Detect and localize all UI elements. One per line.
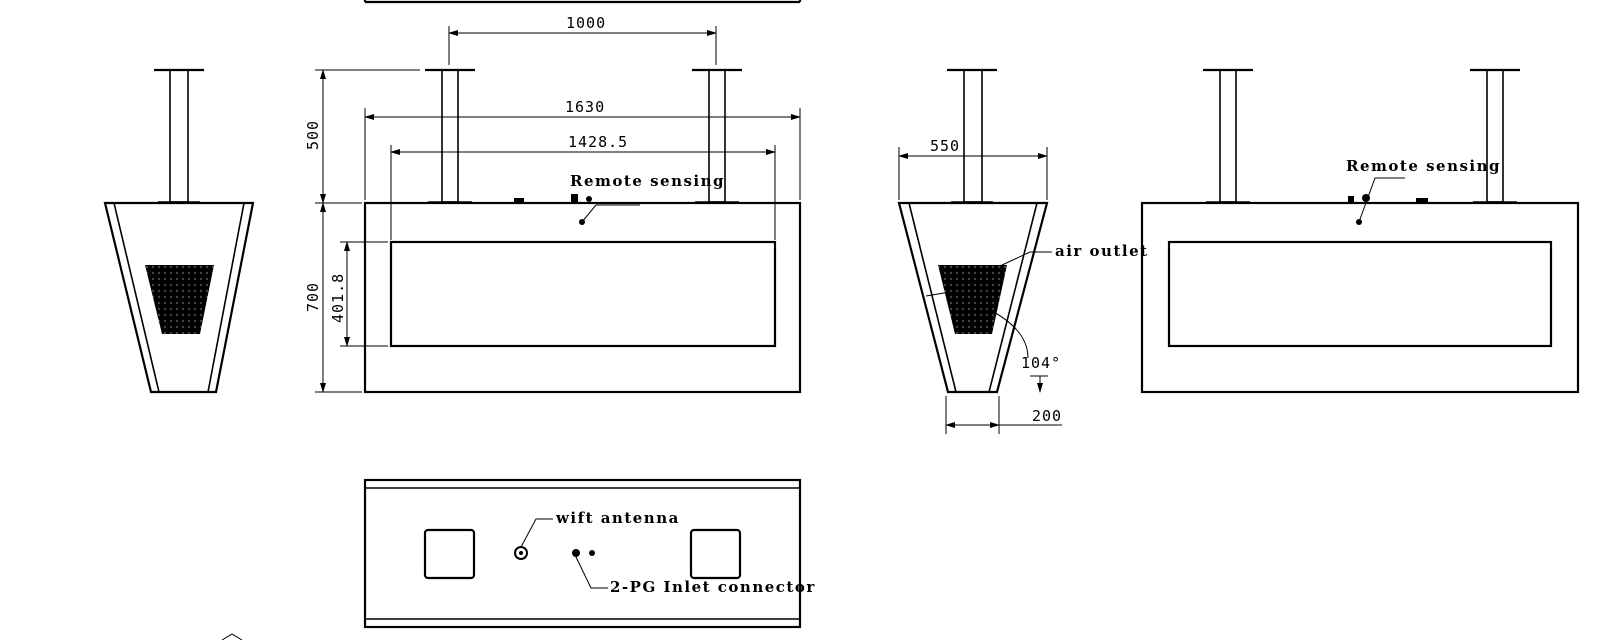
- dim-inner-width: 1428.5: [568, 133, 628, 151]
- dim-side-depth: 550: [930, 137, 960, 155]
- dim-mount-height: 500: [304, 120, 322, 150]
- side-view-left: [103, 68, 255, 394]
- dim-angle: 104°: [1021, 354, 1061, 372]
- inlet-connector-label: 2-PG Inlet connector: [610, 578, 816, 596]
- front-view: Remote sensing 1000 1630 1428.5 500 700 …: [304, 14, 802, 394]
- rear-view: Remote sensing: [1140, 68, 1580, 394]
- inlet-connector-icon: [572, 549, 580, 557]
- air-outlet-mesh: [938, 265, 1007, 334]
- air-outlet-mesh: [145, 265, 214, 334]
- dim-base-width: 200: [1032, 407, 1062, 425]
- dim-body-height: 700: [304, 282, 322, 312]
- dim-overall-width: 1630: [565, 98, 605, 116]
- air-outlet-label: air outlet: [1055, 242, 1149, 260]
- dim-top-span: 1000: [566, 14, 606, 32]
- remote-sensing-label: Remote sensing: [570, 172, 725, 190]
- side-view-right: air outlet 104° 550 200: [897, 68, 1149, 434]
- bottom-view: wift antenna 2-PG Inlet connector: [363, 478, 816, 629]
- wifi-antenna-label: wift antenna: [555, 509, 680, 527]
- dim-window-height: 401.8: [329, 273, 347, 323]
- top-view-fragment: [363, 0, 802, 4]
- remote-sensing-label-rear: Remote sensing: [1346, 157, 1501, 175]
- clipped-fragment: [221, 633, 243, 640]
